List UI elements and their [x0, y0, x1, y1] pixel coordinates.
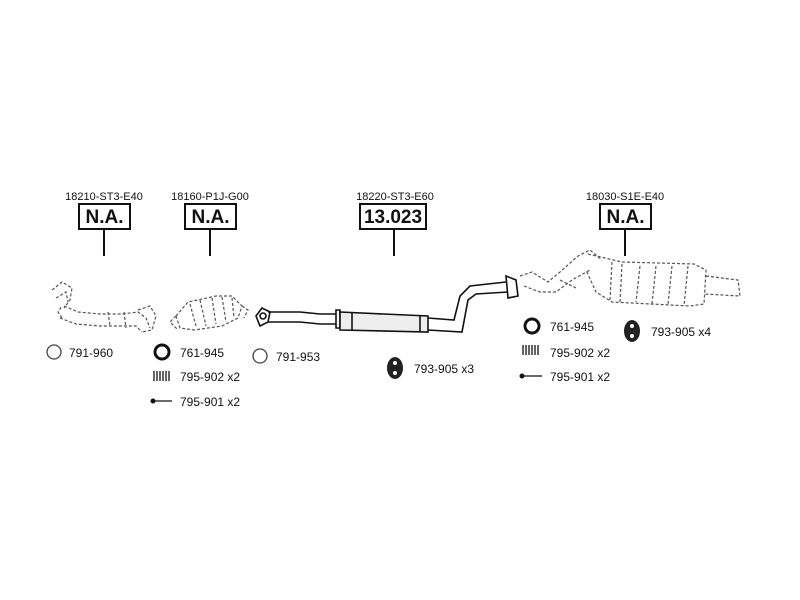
accessory-item[interactable]: 761-945: [153, 343, 224, 361]
bolt-icon: [519, 373, 542, 379]
spring-icon: [153, 371, 170, 381]
catalytic-converter-drawing[interactable]: [169, 295, 249, 331]
svg-text:761-945: 761-945: [180, 346, 224, 360]
svg-text:795-902 x2: 795-902 x2: [550, 346, 610, 360]
svg-text:795-901 x2: 795-901 x2: [180, 395, 240, 409]
oem-number: 18220-ST3-E60: [356, 191, 434, 203]
accessory-item[interactable]: 793-905 x4: [624, 320, 711, 342]
accessory-item[interactable]: 795-902 x2: [522, 345, 610, 360]
part-label-catalytic-converter: 18160-P1J-G00 N.A.: [171, 191, 249, 256]
svg-text:795-901 x2: 795-901 x2: [550, 370, 610, 384]
accessory-item[interactable]: 795-901 x2: [150, 395, 241, 409]
reference-box[interactable]: [184, 203, 237, 230]
svg-text:791-960: 791-960: [69, 346, 113, 360]
ring-thin-icon: [252, 348, 268, 364]
front-pipe-drawing[interactable]: [51, 281, 157, 333]
rubber-hanger-icon: [387, 357, 403, 379]
svg-text:793-905 x4: 793-905 x4: [651, 325, 711, 339]
reference-number: 13.023: [364, 207, 422, 228]
accessory-item[interactable]: 761-945: [523, 317, 594, 335]
middle-silencer-drawing[interactable]: [255, 274, 519, 333]
accessory-item[interactable]: 791-953: [252, 348, 320, 364]
accessory-item[interactable]: 793-905 x3: [387, 357, 474, 379]
part-label-rear-silencer: 18030-S1E-E40 N.A.: [586, 191, 664, 256]
svg-text:761-945: 761-945: [550, 320, 594, 334]
reference-number: N.A.: [86, 207, 124, 228]
oem-number: 18030-S1E-E40: [586, 191, 664, 203]
svg-text:793-905 x3: 793-905 x3: [414, 362, 474, 376]
gasket-ring-icon: [523, 317, 541, 335]
svg-text:795-902 x2: 795-902 x2: [180, 370, 240, 384]
spring-icon: [522, 345, 539, 355]
accessory-item[interactable]: 795-901 x2: [519, 370, 611, 384]
reference-box[interactable]: [359, 203, 427, 230]
bolt-icon: [150, 398, 172, 404]
part-label-front-pipe: 18210-ST3-E40 N.A.: [65, 191, 143, 256]
oem-number: 18210-ST3-E40: [65, 191, 143, 203]
part-label-middle-silencer: 18220-ST3-E60 13.023: [356, 191, 434, 256]
accessory-item[interactable]: 795-902 x2: [153, 370, 240, 384]
accessory-item[interactable]: 791-960: [46, 344, 113, 360]
gasket-ring-icon: [153, 343, 171, 361]
svg-text:791-953: 791-953: [276, 350, 320, 364]
reference-number: N.A.: [607, 207, 645, 228]
oem-number: 18160-P1J-G00: [171, 191, 249, 203]
reference-number: N.A.: [192, 207, 230, 228]
ring-thin-icon: [46, 344, 62, 360]
rear-silencer-drawing[interactable]: [519, 249, 741, 307]
rubber-hanger-icon: [624, 320, 640, 342]
